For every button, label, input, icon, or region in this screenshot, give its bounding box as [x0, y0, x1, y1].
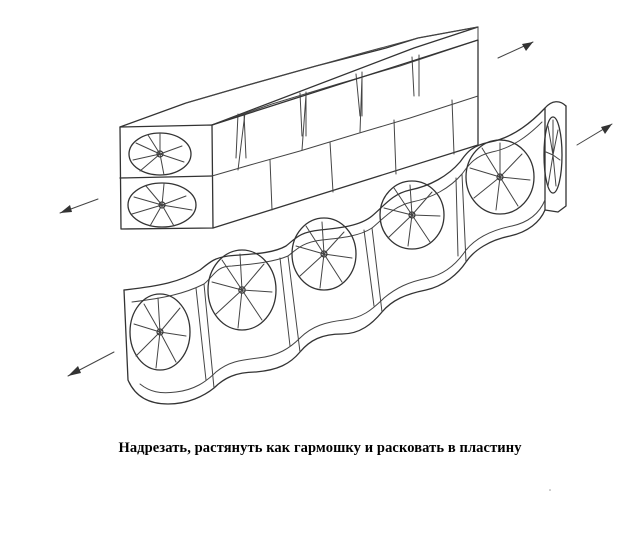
plate-rosette-3 — [291, 217, 357, 291]
bar-rosette-upper — [128, 132, 192, 176]
stray-mark — [549, 489, 551, 491]
plate-rosette-2 — [207, 249, 277, 331]
caption-text: Надрезать, растянуть как гармошку и раск… — [118, 440, 522, 456]
square-bar — [119, 26, 479, 230]
plate-rosette-1 — [129, 293, 191, 371]
plate-rosette-5 — [465, 139, 535, 215]
plate-rosette-6 — [543, 116, 563, 194]
accordion-plate — [123, 101, 567, 405]
double-arrow-icon — [67, 351, 115, 377]
double-arrow-icon — [59, 198, 99, 214]
double-arrow-icon — [576, 123, 613, 146]
plate-rosette-4 — [379, 180, 445, 250]
double-arrow-icon — [497, 41, 534, 59]
bar-rosette-lower — [127, 182, 197, 228]
